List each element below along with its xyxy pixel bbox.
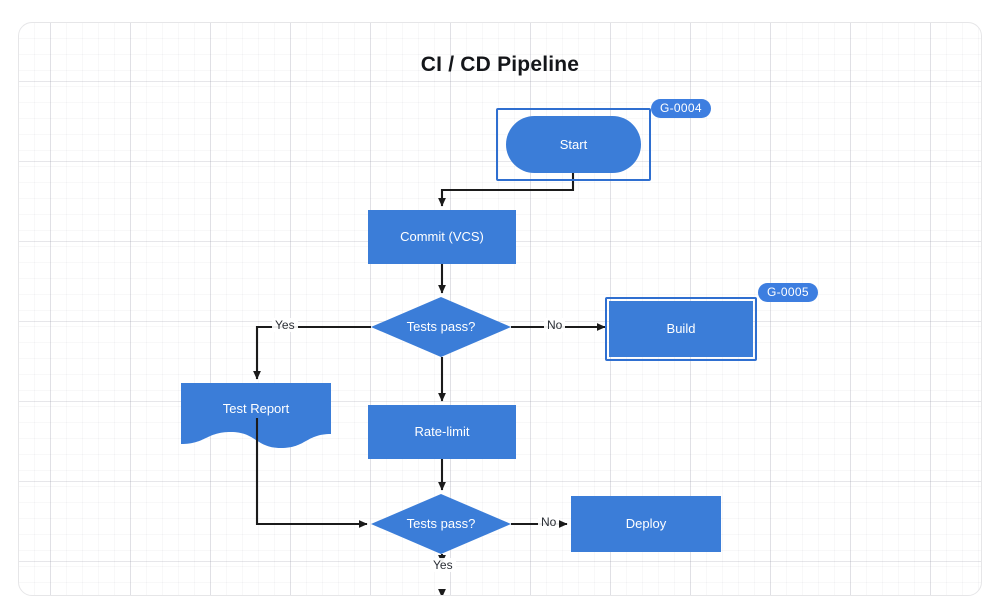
selection-rect-build[interactable] [605,297,757,361]
node-shape-tests2 [371,494,511,554]
edge-tests1-yes-to-testreport [253,325,371,380]
selection-rect-start[interactable] [496,108,651,181]
edge-label-tests2-no: No [538,515,560,529]
edge-testreport-to-tests2 [255,418,368,528]
node-shape-commit [368,210,516,264]
node-shape-ratelimit [368,405,516,459]
node-shape-tests1 [371,297,511,357]
id-badge-start[interactable]: G-0004 [651,99,711,118]
page-title: CI / CD Pipeline [420,53,580,76]
node-shape-start [506,116,641,173]
node-shape-build [609,301,753,357]
edge-label-tests1-no: No [544,318,566,332]
edge-label-tests2-yes: Yes [430,558,456,572]
node-shape-deploy [571,496,721,552]
diagram-canvas[interactable]: Start Commit (VCS) Tests pass? Build Tes… [18,22,982,596]
node-shape-testreport [181,383,331,448]
id-badge-build[interactable]: G-0005 [758,283,818,302]
diagram-graphics [181,116,753,595]
edge-label-tests1-yes: Yes [272,318,298,332]
edge-start-to-commit [438,173,575,207]
